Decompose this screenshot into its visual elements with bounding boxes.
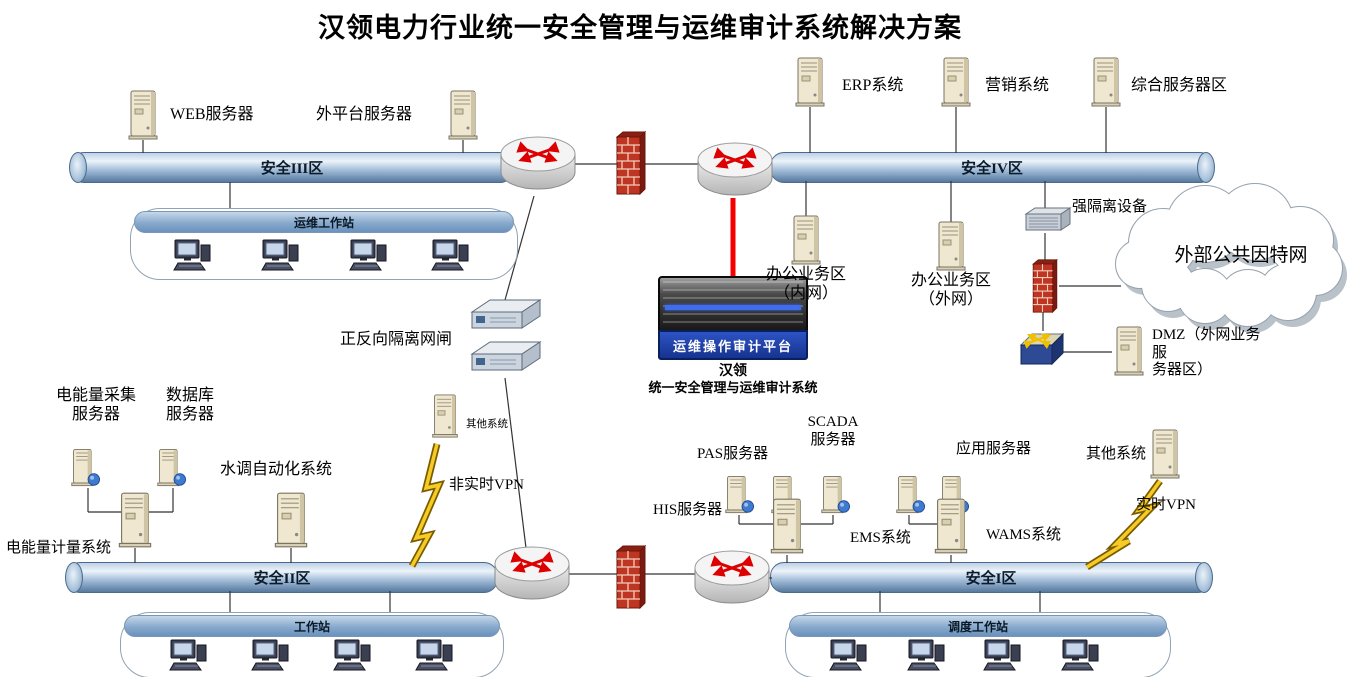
zone1-label: 安全I区 [965,571,1017,587]
label-strong-isolation-device: 强隔离设备 [1072,199,1148,215]
label-wams-system: WAMS系统 [986,527,1062,543]
external-platform-server-icon [446,90,480,140]
label-marketing-system: 营销系统 [985,77,1050,94]
dispatch-workstation-group: 调度工作站 [785,612,1171,677]
router-bottom-right-icon [692,546,772,608]
office-intranet-server-icon [789,215,823,265]
marketing-server-icon [939,57,973,107]
audit-platform-led-strip [665,305,801,310]
label-erp-system: ERP系统 [842,77,904,94]
realtime-vpn-bolt-icon [1085,478,1163,570]
firewall-bottom-icon [616,545,646,609]
zone4-bus: 安全IV区 [770,152,1215,183]
label-isolation-gatekeeper: 正反向隔离网闸 [340,331,453,348]
router-top-right-icon [695,138,775,200]
router-bottom-left-icon [492,542,572,604]
label-scada-server: SCADA 服务器 [807,414,859,448]
workstation-group: 工作站 [120,612,504,677]
ops-workstation-group: 运维工作站 [130,208,518,280]
audit-platform-banner: 运维操作审计平台 [658,330,808,360]
label-app-server: 应用服务器 [956,441,1032,457]
app-server-icon-1 [895,474,925,516]
other-system-left-server-icon [430,394,460,438]
dispatch-workstation-label: 调度工作站 [947,619,1008,634]
dmz-server-icon [1112,326,1146,376]
dispatch-workstation-band: 调度工作站 [789,615,1167,637]
zone2-label: 安全II区 [253,571,311,587]
energy-collection-server-icon [70,447,100,489]
wams-server-icon [932,497,970,555]
workstation-pc-icon [981,639,1025,673]
energy-metering-server-icon [116,492,154,548]
label-hydro-automation-system: 水调自动化系统 [220,461,333,478]
isolation-gatekeeper-icon [466,296,544,380]
erp-server-icon [793,57,827,107]
workstation-pc-icon [905,639,949,673]
hydro-automation-server-icon [272,492,310,548]
label-audit-brand: 汉领 [719,364,747,379]
database-server-icon [156,447,186,489]
workstation-pc-icon [259,239,303,273]
zone1-bus: 安全I区 [770,562,1213,593]
zone4-label: 安全IV区 [961,161,1023,177]
label-energy-collection-server: 电能量采集 服务器 [55,387,136,423]
label-internet-cloud: 外部公共因特网 [1174,245,1308,266]
label-other-system-left: 其他系统 [466,419,508,430]
workstation-pc-icon [167,639,211,673]
ems-server-icon [768,497,806,555]
workstation-pc-icon [347,239,391,273]
workstation-pc-icon [827,639,871,673]
label-pas-server: PAS服务器 [697,446,769,462]
label-his-server: HIS服务器 [653,502,723,518]
zone2-bus: 安全II区 [65,562,498,593]
audit-platform-appliance: 运维操作审计平台 [658,276,808,360]
office-extranet-server-icon [934,221,968,271]
label-non-realtime-vpn: 非实时VPN [449,477,525,493]
comprehensive-server-icon [1089,57,1123,107]
workstation-label: 工作站 [293,619,330,634]
label-web-server: WEB服务器 [170,106,254,123]
label-other-system-right: 其他系统 [1086,446,1147,462]
non-realtime-vpn-bolt-icon [408,443,445,568]
zone3-label: 安全III区 [260,161,324,177]
firewall-right-icon [1032,259,1058,313]
workstation-pc-icon [413,639,457,673]
label-energy-metering-system: 电能量计量系统 [6,540,112,556]
label-audit-subtitle: 统一安全管理与运维审计系统 [648,380,818,395]
workstation-band: 工作站 [124,615,500,637]
label-office-extranet: 办公业务区 （外网） [910,272,991,308]
internet-cloud-icon [1115,183,1347,333]
pas-server-icon [724,474,754,516]
workstation-pc-icon [249,639,293,673]
page-title: 汉领电力行业统一安全管理与运维审计系统解决方案 [318,13,962,43]
zone3-bus: 安全III区 [69,152,514,183]
label-external-platform-server: 外平台服务器 [316,106,413,123]
label-dmz: DMZ（外网业务服 务器区） [1152,327,1261,379]
workstation-pc-icon [1059,639,1103,673]
router-top-left-icon [498,132,578,194]
workstation-pc-icon [429,239,473,273]
extranet-switch-icon [1019,329,1065,369]
scada-server-icon [820,474,850,516]
audit-platform-banner-label: 运维操作审计平台 [672,338,793,354]
ops-workstation-band: 运维工作站 [134,211,514,233]
label-realtime-vpn: 实时VPN [1136,497,1197,513]
label-database-server: 数据库 服务器 [165,387,214,423]
firewall-top-icon [616,131,646,195]
workstation-pc-icon [171,239,215,273]
workstation-pc-icon [331,639,375,673]
other-system-right-server-icon [1148,428,1182,480]
label-comprehensive-server-area: 综合服务器区 [1131,77,1228,94]
web-server-icon [126,90,160,140]
label-office-intranet: 办公业务区 （内网） [765,266,846,302]
strong-isolation-device-icon [1024,206,1072,234]
ops-workstation-label: 运维工作站 [293,215,354,230]
label-ems-system: EMS系统 [850,530,911,546]
